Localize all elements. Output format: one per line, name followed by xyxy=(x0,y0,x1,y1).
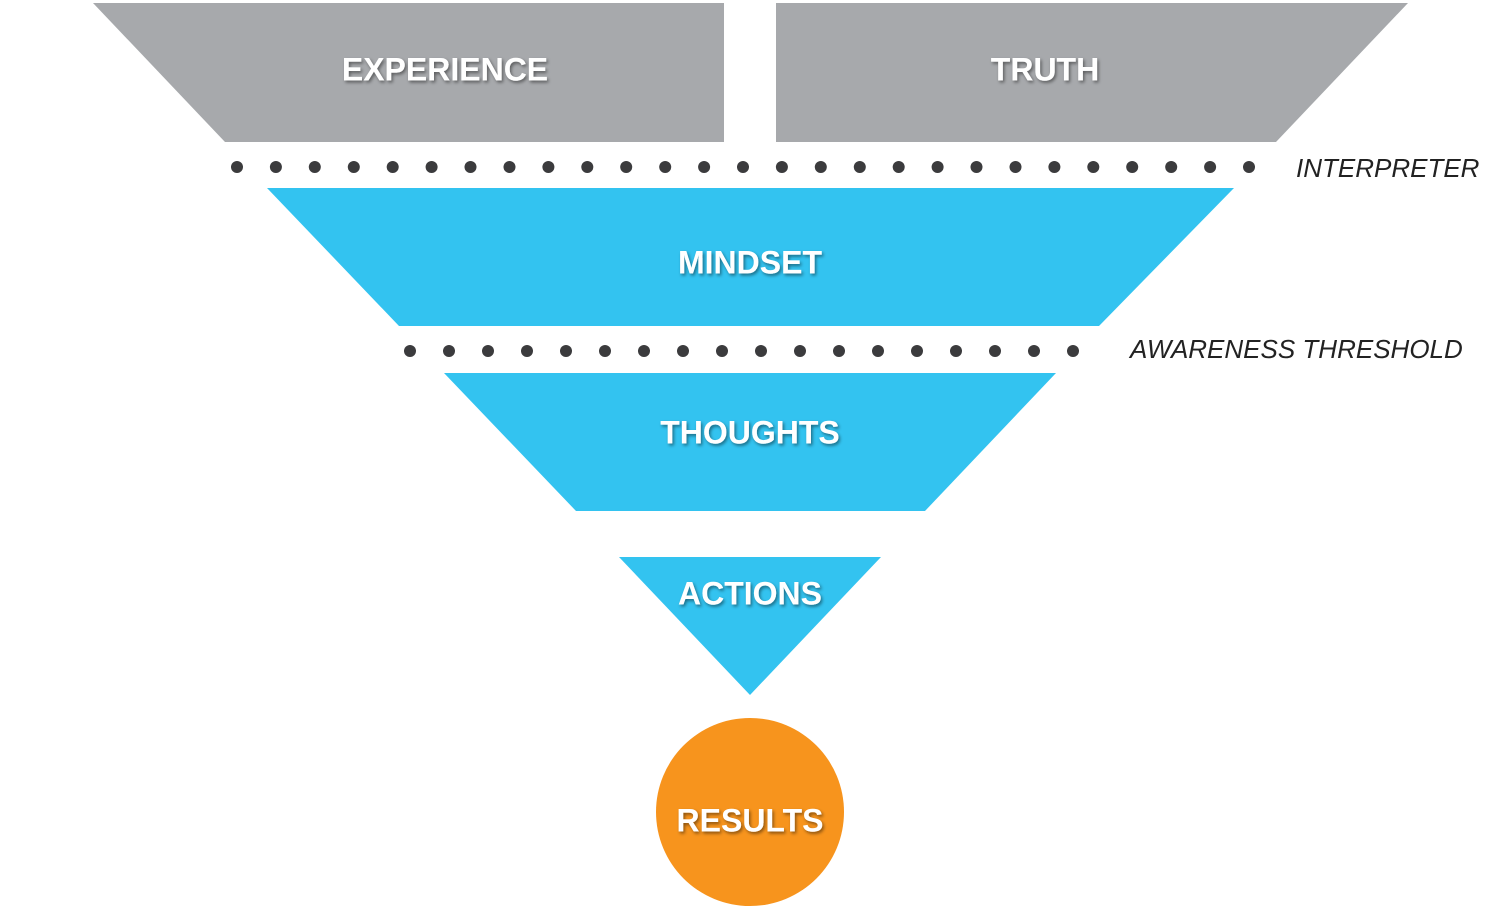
interpreter-dot xyxy=(1009,161,1022,173)
awareness-threshold-dot xyxy=(443,345,455,357)
interpreter-dot xyxy=(620,161,633,173)
interpreter-dot xyxy=(581,161,594,173)
awareness-threshold-dot xyxy=(950,345,962,357)
interpreter-dot xyxy=(347,161,360,173)
interpreter-dot xyxy=(231,161,243,173)
interpreter-dotted-line xyxy=(231,161,1255,173)
awareness-threshold-dot xyxy=(794,345,806,357)
awareness-threshold-dot xyxy=(677,345,689,357)
interpreter-dot xyxy=(386,161,399,173)
interpreter-dot xyxy=(1126,161,1139,173)
interpreter-dot xyxy=(659,161,672,173)
thoughts-shape xyxy=(444,373,1056,511)
thoughts-label: THOUGHTS xyxy=(660,414,840,450)
interpreter-label: INTERPRETER xyxy=(1296,153,1479,183)
truth-shape xyxy=(776,3,1408,142)
awareness-threshold-dot xyxy=(716,345,728,357)
awareness-threshold-dotted-line xyxy=(404,345,1079,357)
awareness-threshold-dot xyxy=(404,345,416,357)
awareness-threshold-dot xyxy=(482,345,494,357)
results-label: RESULTS xyxy=(677,802,824,838)
awareness-threshold-dot xyxy=(833,345,845,357)
interpreter-dot xyxy=(1243,161,1255,173)
awareness-threshold-dot xyxy=(560,345,572,357)
interpreter-dot xyxy=(775,161,788,173)
interpreter-dot xyxy=(1204,161,1217,173)
awareness-threshold-dot xyxy=(638,345,650,357)
interpreter-dot xyxy=(814,161,827,173)
awareness-threshold-dot xyxy=(1067,345,1079,357)
awareness-threshold-dot xyxy=(755,345,767,357)
mindset-shape xyxy=(267,188,1234,326)
interpreter-dot xyxy=(853,161,866,173)
awareness-threshold-dot xyxy=(599,345,611,357)
awareness-threshold-dot xyxy=(911,345,923,357)
actions-shape xyxy=(619,557,881,695)
interpreter-dot xyxy=(737,161,749,173)
truth-label: TRUTH xyxy=(991,51,1099,87)
interpreter-dot xyxy=(503,161,516,173)
experience-label: EXPERIENCE xyxy=(342,51,548,87)
awareness-threshold-dot xyxy=(521,345,533,357)
actions-label: ACTIONS xyxy=(678,575,822,611)
results-circle xyxy=(656,718,844,906)
awareness-threshold-dot xyxy=(1028,345,1040,357)
interpreter-dot xyxy=(464,161,477,173)
interpreter-dot xyxy=(931,161,944,173)
interpreter-dot xyxy=(425,161,438,173)
interpreter-dot xyxy=(1165,161,1178,173)
interpreter-dot xyxy=(970,161,983,173)
awareness-threshold-dot xyxy=(872,345,884,357)
interpreter-dot xyxy=(1048,161,1061,173)
interpreter-dot xyxy=(542,161,555,173)
interpreter-dot xyxy=(698,161,711,173)
interpreter-dot xyxy=(1087,161,1100,173)
interpreter-dot xyxy=(892,161,905,173)
awareness-threshold-dot xyxy=(989,345,1001,357)
mindset-label: MINDSET xyxy=(678,244,822,280)
interpreter-dot xyxy=(308,161,321,173)
experience-shape xyxy=(93,3,724,142)
awareness-threshold-label: AWARENESS THRESHOLD xyxy=(1128,334,1463,364)
interpreter-dot xyxy=(269,161,282,173)
